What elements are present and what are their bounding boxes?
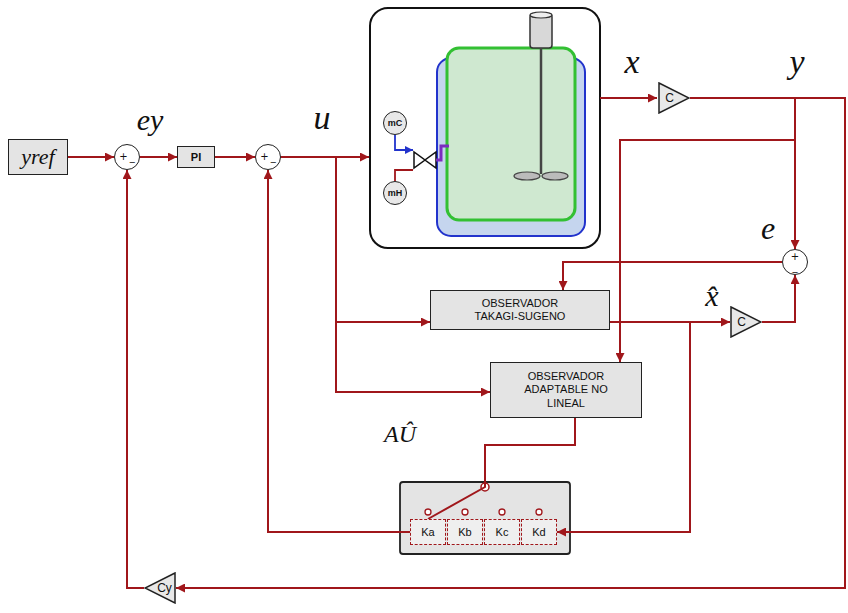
controller-box: PI bbox=[177, 146, 215, 168]
gain-cell: Ka bbox=[410, 519, 446, 545]
signal-name: x bbox=[624, 45, 639, 79]
text-group: Ka bbox=[421, 526, 434, 538]
signal-connector bbox=[690, 98, 795, 249]
node-label: Ka bbox=[421, 526, 434, 538]
text-group: OBSERVADOR TAKAGI-SUGENO bbox=[460, 297, 580, 323]
signal-name: ey bbox=[137, 105, 164, 135]
gain-cell: Kc bbox=[484, 519, 520, 545]
node-label: mH bbox=[388, 188, 403, 198]
text-group: C bbox=[737, 315, 755, 329]
text-group: OBSERVADOR ADAPTABLE NO LINEAL bbox=[511, 370, 621, 410]
gain-cell: Kb bbox=[447, 519, 483, 545]
signal-connector bbox=[557, 322, 690, 532]
node-label: Kd bbox=[532, 526, 545, 538]
signal-name: u bbox=[314, 101, 331, 135]
sign-label: _ bbox=[792, 262, 797, 272]
signal-name: AÛ bbox=[384, 422, 416, 446]
node-label: OBSERVADOR TAKAGI-SUGENO bbox=[460, 297, 580, 323]
text-group: Kd bbox=[532, 526, 545, 538]
signal-connector bbox=[127, 170, 144, 588]
text-group: mC bbox=[388, 118, 403, 128]
observer-box: OBSERVADOR ADAPTABLE NO LINEAL bbox=[490, 362, 642, 418]
reference-box: yref bbox=[8, 139, 68, 175]
signal-wires bbox=[280, 98, 657, 157]
sign-label: _ bbox=[271, 152, 276, 162]
signal-connector bbox=[281, 157, 490, 392]
signal-connector bbox=[428, 418, 575, 519]
gain-block: C bbox=[730, 306, 762, 338]
node-label: C bbox=[665, 91, 674, 105]
summing-junction: +_ bbox=[255, 144, 281, 170]
gain-block: Cy bbox=[144, 572, 176, 604]
node-label: mC bbox=[388, 118, 403, 128]
gain-block: C bbox=[658, 82, 690, 114]
switch-box bbox=[400, 482, 570, 554]
triangle-outline bbox=[658, 82, 690, 114]
signal-connector bbox=[268, 170, 410, 532]
reactor-illustration bbox=[370, 8, 600, 248]
signal-connector bbox=[281, 157, 430, 322]
node-label: OBSERVADOR ADAPTABLE NO LINEAL bbox=[511, 370, 621, 410]
flow-source: mC bbox=[383, 111, 407, 135]
sign-label: _ bbox=[130, 152, 135, 162]
sign-label: + bbox=[791, 252, 799, 262]
signal-connector bbox=[140, 156, 177, 158]
triangle-outline bbox=[730, 306, 762, 338]
node-label: Kb bbox=[458, 526, 471, 538]
text-group: +_ bbox=[259, 152, 276, 162]
signal-connector bbox=[215, 156, 255, 158]
signal-connector bbox=[762, 275, 795, 322]
node-label: Kc bbox=[496, 526, 509, 538]
signal-name: y bbox=[789, 45, 804, 79]
summing-junction: +_ bbox=[114, 144, 140, 170]
summing-junction: +_ bbox=[782, 249, 808, 275]
sign-label: + bbox=[260, 152, 268, 162]
node-label: Cy bbox=[157, 581, 172, 595]
node-label: C bbox=[737, 315, 746, 329]
text-group: Kc bbox=[496, 526, 509, 538]
node-label: PI bbox=[191, 151, 201, 163]
observer-box: OBSERVADOR TAKAGI-SUGENO bbox=[430, 290, 610, 330]
gain-cell: Kd bbox=[521, 519, 557, 545]
node-label: yref bbox=[21, 144, 54, 170]
text-group: PI bbox=[191, 151, 201, 163]
signal-connector bbox=[176, 98, 845, 588]
text-group: Cy bbox=[148, 581, 172, 595]
signal-connector bbox=[68, 156, 114, 158]
text-group: Kb bbox=[458, 526, 471, 538]
text-group: +_ bbox=[790, 252, 800, 272]
signal-name: e bbox=[761, 212, 775, 244]
flow-source: mH bbox=[383, 181, 407, 205]
signal-name: x̂ bbox=[705, 281, 718, 311]
text-group: +_ bbox=[118, 152, 135, 162]
sign-label: + bbox=[119, 152, 127, 162]
text-group: mH bbox=[388, 188, 403, 198]
text-group: C bbox=[665, 91, 683, 105]
signal-connector bbox=[563, 262, 782, 290]
text-group: yref bbox=[21, 144, 54, 170]
